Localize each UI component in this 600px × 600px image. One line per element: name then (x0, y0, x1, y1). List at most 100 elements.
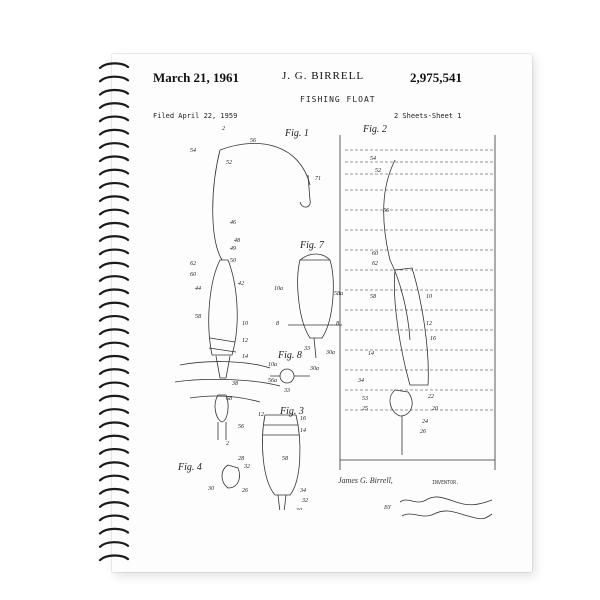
patent-title: FISHING FLOAT (300, 95, 376, 104)
fig3-tail (277, 494, 287, 510)
fig8-ring (279, 368, 295, 384)
fig8-label: Fig. 8 (277, 350, 302, 361)
fig1-ref-number: 71 (315, 176, 321, 182)
fig1-ref-number: 44 (195, 285, 201, 292)
fig1-tail (215, 355, 231, 379)
fig7-body (297, 259, 334, 339)
fig8-ref-number: 56a (268, 378, 277, 384)
fig8-ref-number: 10a (268, 362, 277, 368)
fig1-ref-number: 56 (238, 424, 244, 430)
fig1-ref-number: 54 (190, 147, 196, 154)
spiral-coil (98, 474, 130, 482)
fig2-label: Fig. 2 (362, 124, 387, 135)
fig1-label: Fig. 1 (284, 128, 309, 139)
fig2-ref-number: 52 (375, 168, 381, 174)
spiral-coil (98, 514, 130, 522)
spiral-coil (98, 221, 130, 229)
spiral-coil (98, 128, 130, 136)
fig2-ref-number: 26 (420, 429, 426, 435)
spiral-coil (98, 328, 130, 336)
fig1-weight (214, 394, 229, 423)
fig3-ref-number: 32 (301, 498, 308, 504)
fig1-ref-number: 52 (226, 160, 232, 166)
fig2-ref-number: 60 (372, 251, 378, 257)
patent-inventor: J. G. BIRRELL (282, 70, 365, 82)
spiral-coil (98, 394, 130, 402)
fig2-ref-number: 20 (432, 406, 438, 412)
spiral-coil (98, 461, 130, 469)
spiral-coil (98, 275, 130, 282)
fig2-float-body (394, 267, 429, 386)
fig1-ref-number: 38 (231, 381, 238, 387)
fig1-ref-number: 56 (250, 138, 256, 144)
fig2-ref-number: 16 (430, 336, 436, 342)
inventor-name: James G. Birrell, (338, 476, 393, 485)
patent-date: March 21, 1961 (153, 70, 240, 85)
fig2-ref-number: 25 (362, 406, 368, 412)
fig1-ref-number: 68 (226, 396, 232, 402)
spiral-coil (98, 181, 130, 189)
spiral-coil (98, 487, 130, 495)
fig1-ref-number: 42 (238, 280, 244, 287)
spiral-coil (98, 341, 130, 349)
fig1-ref-number: 60 (190, 272, 196, 278)
fig2-ref-number: 53 (362, 396, 368, 402)
fig2-ref-number: 10 (426, 294, 432, 300)
spiral-coil (98, 261, 130, 269)
spiral-coil (98, 62, 130, 70)
spiral-coil (98, 541, 130, 548)
fig3-ref-number: 14 (300, 427, 306, 434)
fig7-spike (313, 337, 317, 359)
spiral-coil (98, 554, 130, 562)
fig3-ref-number: 58 (282, 456, 288, 462)
fig1-ref-number: 12 (242, 338, 248, 344)
spiral-coil (98, 102, 130, 109)
fig3-ref-number: 34 (299, 487, 306, 494)
spiral-coil (98, 248, 130, 256)
fig7-ref-number: 58a (334, 291, 343, 297)
fig4-weight (221, 464, 240, 489)
spiral-coil (98, 75, 130, 83)
spiral-coil (98, 155, 130, 163)
spiral-binding (98, 62, 130, 562)
fig3-ref-number: 30 (295, 508, 302, 510)
fig2-frame (339, 135, 496, 470)
spiral-coil (98, 354, 130, 362)
fig3-ref-number: 12 (258, 412, 264, 418)
spiral-coil (98, 314, 130, 322)
fig1-ref-number: 46 (230, 219, 236, 226)
fig7-ref-number: 8 (336, 321, 339, 327)
fig4-label: Fig. 4 (177, 462, 202, 473)
fig7-label: Fig. 7 (299, 240, 325, 251)
spiral-coil (98, 408, 130, 415)
reference-numbers: 2565452714648495062604442581012143868562… (190, 126, 438, 510)
spiral-coil (98, 447, 130, 455)
spiral-coil (98, 381, 130, 389)
fig1-ref-number: 62 (190, 261, 196, 267)
fig1-ref-number: 48 (234, 237, 240, 244)
attorney-signature (399, 496, 493, 520)
fig2-ref-number: 34 (357, 377, 364, 384)
fig2-ref-number: 14 (368, 350, 374, 357)
spiral-coil (98, 288, 130, 296)
fig1-ref-number: 2 (226, 441, 229, 447)
spiral-coil (98, 168, 130, 176)
fig1-line (219, 143, 311, 186)
fig1-ref-number: 2 (222, 126, 225, 132)
spiral-coil (98, 301, 130, 309)
fig1-leader (212, 149, 223, 261)
filed-date: Filed April 22, 1959 (153, 112, 238, 120)
fig1-ref-number: 10 (242, 321, 248, 327)
fig8-ref-number: 33 (283, 388, 290, 394)
fig1-hook (299, 174, 311, 208)
spiral-coil (98, 115, 130, 123)
sheet-count: 2 Sheets-Sheet 1 (394, 112, 462, 120)
notebook-cover (112, 54, 532, 572)
inventor-tag: INVENTOR. (432, 480, 460, 486)
spiral-coil (98, 235, 130, 242)
fig7-ref-number: 33 (303, 346, 310, 352)
fig7-ref-number: 8 (276, 321, 279, 327)
fig1-ripple (174, 361, 281, 403)
fig2-ref-number: 56 (383, 208, 389, 214)
spiral-coil (98, 208, 130, 216)
